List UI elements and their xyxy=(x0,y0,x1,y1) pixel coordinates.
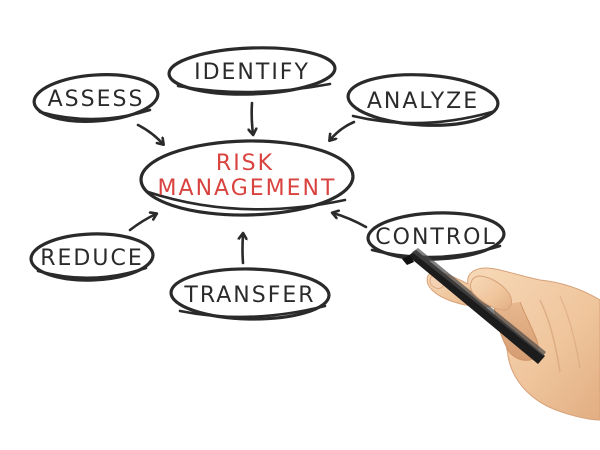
node-assess: ASSESS xyxy=(32,73,160,123)
node-outline xyxy=(366,211,506,261)
hand-fingers-front xyxy=(470,275,512,311)
node-underline xyxy=(38,108,152,121)
node-label: ASSESS xyxy=(48,87,145,112)
node-identify: IDENTIFY xyxy=(167,46,337,96)
arrow-control-to-center xyxy=(333,213,368,229)
node-underline xyxy=(351,110,494,125)
central-label-line1: RISK xyxy=(216,151,274,176)
arrow-transfer-to-center xyxy=(243,234,244,265)
node-transfer: TRANSFER xyxy=(169,267,331,321)
arrow-reduce-to-center xyxy=(128,214,156,232)
marker-pen-icon xyxy=(402,248,546,364)
node-label: REDUCE xyxy=(40,246,144,271)
arrow-analyze-to-center xyxy=(330,120,356,140)
node-label: CONTROL xyxy=(375,225,496,250)
arrow-assess-to-center xyxy=(136,123,163,144)
node-underline xyxy=(176,82,332,94)
node-outline xyxy=(29,232,155,282)
central-outline xyxy=(139,139,355,217)
central-node-risk-management: RISK MANAGEMENT xyxy=(139,139,355,217)
central-underline xyxy=(146,190,347,211)
node-label: TRANSFER xyxy=(183,283,315,308)
node-outline xyxy=(169,267,331,321)
node-control: CONTROL xyxy=(366,211,506,261)
node-underline xyxy=(178,304,327,319)
node-outline xyxy=(32,73,160,123)
node-outline xyxy=(167,46,337,96)
node-analyze: ANALYZE xyxy=(346,73,500,127)
node-outline xyxy=(346,73,500,127)
arrow-identify-to-center xyxy=(252,101,253,134)
node-reduce: REDUCE xyxy=(29,232,155,282)
connector-arrows xyxy=(128,101,368,265)
node-label: ANALYZE xyxy=(367,89,479,114)
node-underline xyxy=(370,244,502,259)
node-label: IDENTIFY xyxy=(194,60,310,85)
central-label-line2: MANAGEMENT xyxy=(158,176,337,201)
node-underline xyxy=(36,266,148,280)
